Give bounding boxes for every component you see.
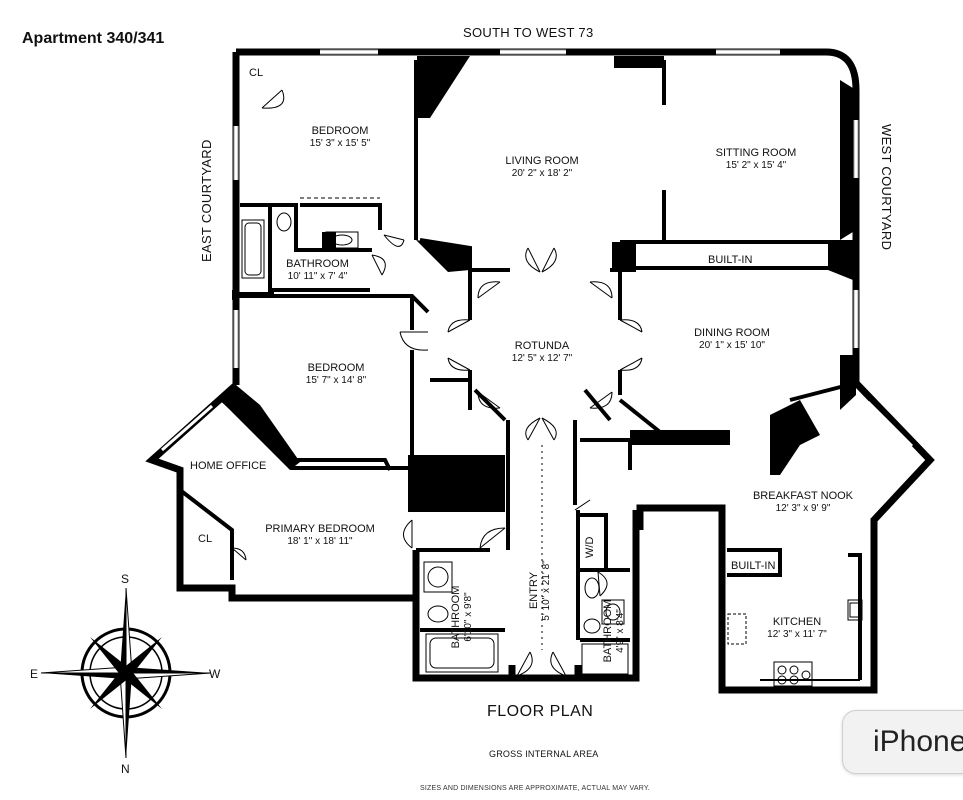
room-name: BEDROOM bbox=[311, 125, 369, 137]
room-dimensions: 6'10" x 9'8" bbox=[462, 592, 474, 642]
room-bedroom-1: BEDROOM 15' 3" x 15' 5" bbox=[300, 125, 380, 149]
builtin-label-dining: BUILT-IN bbox=[708, 254, 753, 266]
orientation-right: WEST COURTYARD bbox=[879, 124, 894, 251]
room-living: LIVING ROOM 20' 2" x 18' 2" bbox=[496, 155, 588, 179]
iphone-badge[interactable]: iPhone bbox=[842, 710, 963, 774]
room-bathroom-3: BATHROOM 4'9" x 8'4" bbox=[602, 596, 626, 666]
builtin-label-kitchen: BUILT-IN bbox=[731, 560, 776, 572]
room-dimensions: 20' 2" x 18' 2" bbox=[511, 167, 573, 179]
room-name: LIVING ROOM bbox=[505, 155, 579, 167]
room-primary-bedroom: PRIMARY BEDROOM 18' 1" x 18' 11" bbox=[258, 523, 382, 547]
room-name: BEDROOM bbox=[307, 362, 365, 374]
floor-plan-title: FLOOR PLAN bbox=[487, 703, 594, 720]
iphone-badge-label: iPhone bbox=[873, 725, 963, 758]
room-sitting: SITTING ROOM 15' 2" x 15' 4" bbox=[710, 147, 802, 171]
room-breakfast-nook: BREAKFAST NOOK 12' 3" x 9' 9" bbox=[748, 490, 858, 514]
disclaimer: SIZES AND DIMENSIONS ARE APPROXIMATE, AC… bbox=[420, 785, 650, 792]
compass-east: E bbox=[30, 667, 39, 681]
room-entry: ENTRY 5' 10" x 21' 8" bbox=[528, 543, 552, 638]
fixtures bbox=[241, 197, 863, 687]
room-name: PRIMARY BEDROOM bbox=[265, 523, 375, 535]
room-dimensions: 5' 10" x 21' 8" bbox=[540, 560, 552, 621]
room-name: ROTUNDA bbox=[514, 340, 570, 352]
room-dimensions: 15' 2" x 15' 4" bbox=[725, 159, 787, 171]
washer-dryer-label: W/D bbox=[584, 536, 596, 558]
room-bedroom-2: BEDROOM 15' 7" x 14' 8" bbox=[294, 362, 378, 386]
compass-rose bbox=[40, 587, 212, 759]
closet-label-bedroom: CL bbox=[249, 67, 264, 79]
gross-area-label: GROSS INTERNAL AREA bbox=[489, 749, 599, 759]
apartment-title: Apartment 340/341 bbox=[22, 30, 165, 47]
outer-walls bbox=[145, 48, 935, 694]
room-name: SITTING ROOM bbox=[715, 147, 797, 159]
orientation-left: EAST COURTYARD bbox=[199, 139, 214, 262]
home-office-label: HOME OFFICE bbox=[190, 460, 267, 472]
room-dimensions: 18' 1" x 18' 11" bbox=[287, 535, 353, 547]
room-rotunda: ROTUNDA 12' 5" x 12' 7" bbox=[500, 340, 584, 364]
room-dimensions: 4'9" x 8'4" bbox=[614, 609, 626, 653]
room-name: BATHROOM bbox=[602, 599, 614, 663]
room-name: DINING ROOM bbox=[694, 327, 770, 339]
room-bathroom-2: BATHROOM 6'10" x 9'8" bbox=[450, 582, 474, 652]
room-dimensions: 15' 3" x 15' 5" bbox=[309, 137, 371, 149]
room-dimensions: 12' 5" x 12' 7" bbox=[511, 352, 573, 364]
structural-columns bbox=[220, 56, 858, 512]
room-dimensions: 10' 11" x 7' 4" bbox=[287, 270, 348, 282]
room-dimensions: 20' 1" x 15' 10" bbox=[699, 339, 765, 351]
room-name: BATHROOM bbox=[286, 258, 349, 270]
orientation-top: SOUTH TO WEST 73 bbox=[463, 25, 594, 40]
room-dimensions: 12' 3" x 9' 9" bbox=[775, 502, 831, 514]
compass-south: S bbox=[121, 572, 130, 586]
compass-west: W bbox=[209, 667, 221, 681]
room-name: KITCHEN bbox=[772, 616, 822, 628]
room-bathroom-1: BATHROOM 10' 11" x 7' 4" bbox=[275, 258, 360, 282]
closet-label-office: CL bbox=[198, 533, 213, 545]
room-name: BATHROOM bbox=[450, 585, 462, 649]
room-dimensions: 15' 7" x 14' 8" bbox=[305, 374, 367, 386]
room-name: ENTRY bbox=[528, 571, 540, 610]
room-kitchen: KITCHEN 12' 3" x 11' 7" bbox=[758, 616, 836, 640]
room-dimensions: 12' 3" x 11' 7" bbox=[767, 628, 827, 640]
room-dining: DINING ROOM 20' 1" x 15' 10" bbox=[687, 327, 777, 351]
window-frames bbox=[233, 49, 859, 368]
windows bbox=[161, 50, 914, 452]
room-name: BREAKFAST NOOK bbox=[752, 490, 854, 502]
compass-north: N bbox=[121, 762, 130, 776]
door-swings bbox=[231, 89, 643, 677]
